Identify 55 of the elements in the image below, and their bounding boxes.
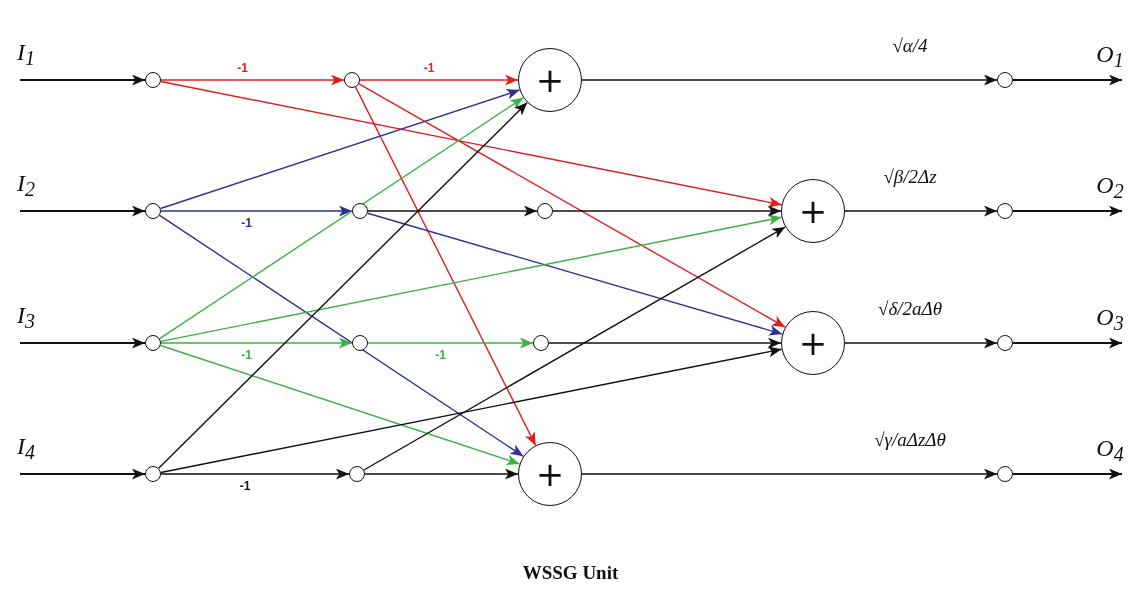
- arrow: [158, 214, 525, 458]
- plus-sign: +: [798, 194, 828, 228]
- arrow: [1012, 205, 1123, 217]
- arrow: [363, 226, 786, 471]
- arrow: [160, 74, 345, 86]
- plus-sign: +: [535, 457, 565, 491]
- arrow: [1012, 337, 1123, 349]
- junction-node: [349, 466, 365, 482]
- junction-node: [145, 203, 161, 219]
- arrow: [159, 88, 521, 210]
- arrow: [160, 214, 783, 343]
- arrow: [160, 80, 783, 208]
- junction-node: [145, 72, 161, 88]
- arrow: [367, 212, 783, 336]
- arrow: [367, 337, 534, 349]
- junction-node: [352, 335, 368, 351]
- junction-node: [537, 203, 553, 219]
- arrow: [160, 205, 353, 217]
- arrow: [364, 468, 519, 480]
- arrow: [548, 337, 782, 349]
- plus-sign: +: [798, 326, 828, 360]
- arrow: [358, 83, 786, 328]
- arrow: [19, 205, 146, 217]
- arrow: [19, 468, 146, 480]
- junction-node: [997, 203, 1013, 219]
- arrow: [158, 96, 525, 340]
- arrow: [160, 468, 350, 480]
- junction-node: [997, 72, 1013, 88]
- plus-sign: +: [535, 63, 565, 97]
- arrow: [1012, 468, 1123, 480]
- gain-formula: √β/2Δz: [881, 166, 939, 188]
- junction-node: [997, 466, 1013, 482]
- arrow: [19, 337, 146, 349]
- arrow: [1012, 74, 1123, 86]
- arrow: [581, 74, 998, 86]
- arrow: [160, 337, 353, 349]
- junction-node: [145, 466, 161, 482]
- arrow: [844, 205, 998, 217]
- arrow: [19, 74, 146, 86]
- junction-node: [344, 72, 360, 88]
- caption: WSSG Unit: [521, 562, 620, 584]
- junction-node: [997, 335, 1013, 351]
- junction-node: [145, 335, 161, 351]
- arrow: [367, 205, 538, 217]
- arrow: [158, 101, 528, 470]
- gain-formula: √γ/aΔzΔθ: [872, 429, 948, 451]
- arrow: [359, 74, 519, 86]
- arrow: [160, 346, 783, 474]
- arrow: [552, 205, 782, 217]
- junction-node: [352, 203, 368, 219]
- junction-node: [533, 335, 549, 351]
- arrow: [354, 86, 537, 447]
- arrow: [581, 468, 998, 480]
- arrow: [159, 344, 521, 466]
- arrow: [844, 337, 998, 349]
